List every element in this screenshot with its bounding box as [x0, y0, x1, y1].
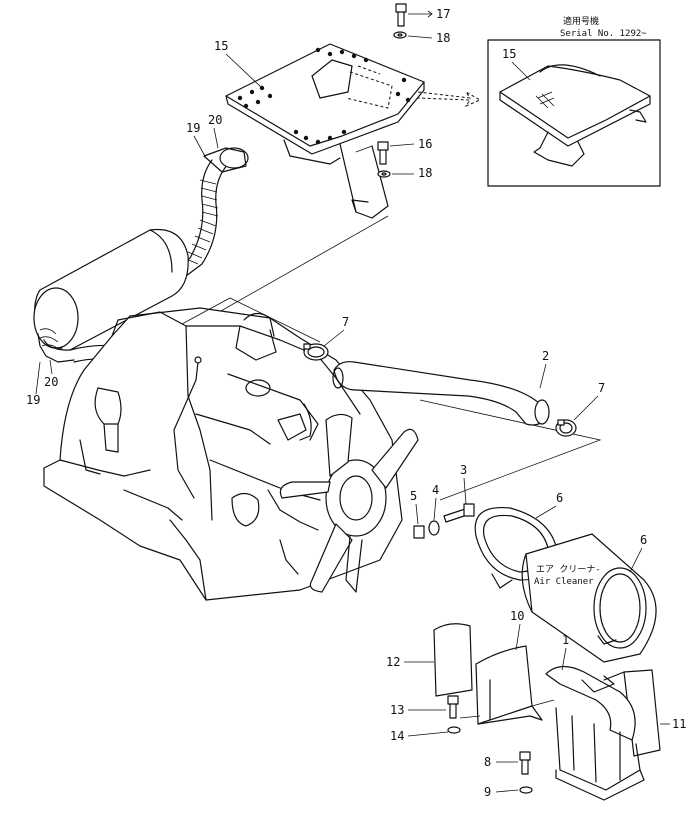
callout-10: 10	[510, 609, 524, 623]
callout-19-top: 19	[186, 121, 200, 135]
callout-6-b: 6	[640, 533, 647, 547]
washer-9: 9	[484, 785, 533, 799]
inset-serial-no: Serial No. 1292~	[560, 29, 647, 39]
nut-5	[413, 503, 425, 539]
intake-hose-2: 2	[332, 349, 550, 426]
seat-base-plate: 15	[214, 39, 425, 219]
inset-hatch-mark	[535, 91, 555, 109]
washer-4: 4	[428, 483, 440, 536]
callout-5: 5	[410, 489, 417, 503]
callout-20-top: 20	[208, 113, 222, 127]
inset-serial-jp: 適用号機	[563, 15, 599, 27]
callout-3: 3	[460, 463, 467, 477]
callout-1: 1	[562, 633, 569, 647]
callout-15-inset: 15	[502, 47, 516, 61]
callout-14: 14	[390, 729, 404, 743]
support-bracket-1: 1	[545, 633, 645, 801]
callout-20-left: 20	[44, 375, 58, 389]
callout-15: 15	[214, 39, 228, 53]
callout-18-top: 18	[436, 31, 450, 45]
washer-18-top: 18	[393, 31, 450, 45]
air-cleaner-label-jp: エア クリーナ-	[536, 564, 601, 575]
hose-clamp-7a: 7	[303, 315, 349, 361]
hose-clamp-7b: 7	[555, 381, 605, 437]
callout-17: 17	[436, 7, 450, 21]
callout-12: 12	[386, 655, 400, 669]
callout-8: 8	[484, 755, 491, 769]
callout-9: 9	[484, 785, 491, 799]
inset-seat-plate	[499, 65, 651, 139]
callout-16: 16	[418, 137, 432, 151]
air-cleaner-element: エア クリーナ- Air Cleaner 6	[521, 533, 657, 663]
air-cleaner-mounted: 19 20	[26, 228, 189, 407]
bolt-16: 16	[377, 137, 432, 165]
bolt-8: 8	[484, 751, 531, 775]
callout-13: 13	[390, 703, 404, 717]
cooling-fan	[279, 413, 419, 593]
callout-2: 2	[542, 349, 549, 363]
inset-arrow	[417, 91, 482, 108]
air-cleaner-label-en: Air Cleaner	[534, 577, 594, 587]
engine-assembly: 5	[43, 307, 419, 601]
callout-7-a: 7	[342, 315, 349, 329]
inset-detail: 適用号機 Serial No. 1292~ 15	[487, 15, 661, 187]
bolt-13: 13	[390, 695, 459, 719]
plate-bolt-holes	[237, 47, 411, 145]
bracket-10: 10	[475, 609, 543, 725]
callout-11: 11	[672, 717, 686, 731]
bolt-17: 17	[395, 3, 450, 27]
washer-14: 14	[390, 726, 461, 743]
callout-6-a: 6	[556, 491, 563, 505]
callout-7-b: 7	[598, 381, 605, 395]
callout-18-bottom: 18	[418, 166, 432, 180]
washer-18-bottom: 18	[377, 166, 432, 180]
callout-19-left: 19	[26, 393, 40, 407]
callout-4: 4	[432, 483, 439, 497]
bracket-12: 12	[386, 623, 473, 697]
bolt-3: 3	[443, 463, 475, 523]
